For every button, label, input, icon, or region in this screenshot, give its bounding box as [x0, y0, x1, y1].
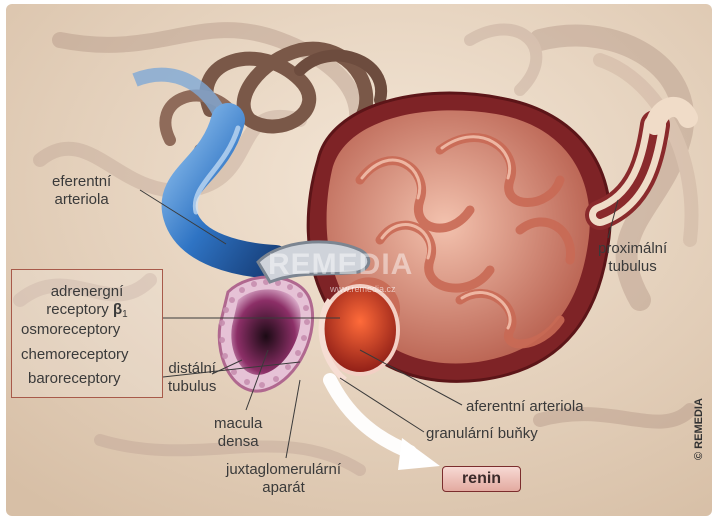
label-adrenergic-line1: adrenergní — [20, 283, 154, 301]
label-adrenergic-receptors: adrenergní receptory β1 — [20, 283, 154, 324]
label-proximal-line2: tubulus — [598, 258, 667, 276]
label-juxta-line2: aparát — [226, 479, 341, 497]
label-granular-cells: granulární buňky — [426, 425, 538, 443]
label-proximal-tubule: proximální tubulus — [598, 240, 667, 276]
label-efferent-line2: arteriola — [52, 191, 111, 209]
label-macula-line2: densa — [214, 433, 262, 451]
label-chemoreceptors: chemoreceptory — [21, 346, 129, 364]
beta-subscript: 1 — [122, 309, 128, 320]
copyright-remedia: © REMEDIA — [693, 398, 705, 460]
watermark: REMEDIA — [268, 248, 413, 282]
beta-symbol: β — [113, 301, 122, 318]
label-baroreceptors: baroreceptory — [28, 370, 121, 388]
label-distal-line1: distální — [168, 360, 216, 378]
label-efferent-arteriole: eferentní arteriola — [52, 173, 111, 209]
label-afferent-arteriole: aferentní arteriola — [466, 398, 584, 416]
label-macula-line1: macula — [214, 415, 262, 433]
renin-box: renin — [442, 466, 521, 492]
label-distal-tubule: distální tubulus — [168, 360, 216, 396]
label-proximal-line1: proximální — [598, 240, 667, 258]
label-receptory: receptory — [46, 301, 113, 318]
label-macula-densa: macula densa — [214, 415, 262, 451]
label-juxtaglomerular-apparatus: juxtaglomerulární aparát — [226, 461, 341, 497]
watermark-url: www.remedia.cz — [330, 284, 396, 294]
label-distal-line2: tubulus — [168, 378, 216, 396]
label-efferent-line1: eferentní — [52, 173, 111, 191]
label-juxta-line1: juxtaglomerulární — [226, 461, 341, 479]
label-osmoreceptors: osmoreceptory — [21, 321, 120, 339]
